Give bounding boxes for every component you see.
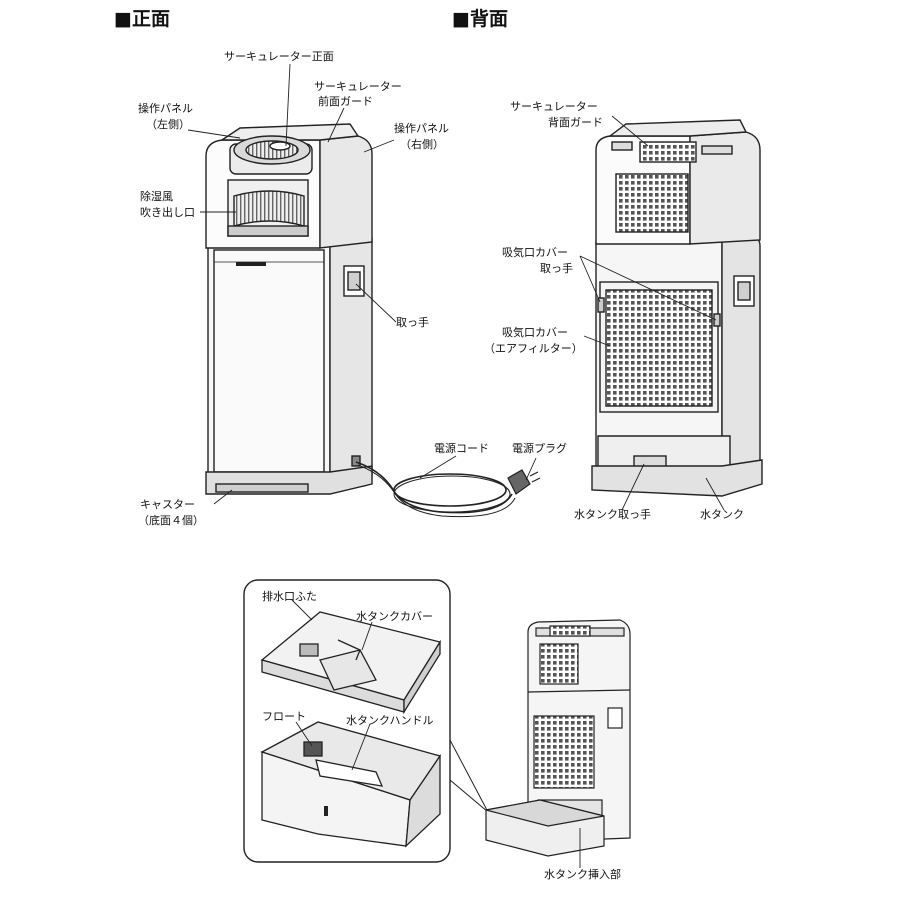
label-power-plug: 電源プラグ [512, 442, 567, 455]
label-panel-left-1: 操作パネル [138, 102, 193, 115]
label-circulator-front-guard-1: サーキュレーター [314, 80, 402, 93]
label-circulator-front: サーキュレーター正面 [224, 50, 334, 63]
label-tank: 水タンク [700, 508, 744, 521]
label-drain-cap: 排水口ふた [262, 590, 317, 603]
label-caster-2: （底面４個） [138, 514, 204, 527]
label-outlet-1: 除湿風 [140, 190, 173, 203]
front-top [219, 123, 360, 141]
label-intake-cover-2: （エアフィルター） [484, 342, 583, 355]
label-tank-handle-detail: 水タンクハンドル [346, 714, 434, 727]
label-intake-cover-1: 吸気口カバー [502, 326, 568, 339]
heading-back: ■背面 [452, 8, 508, 30]
front-unit [205, 123, 373, 495]
label-circulator-front-guard-2: 前面ガード [318, 95, 373, 108]
power-cord [355, 461, 516, 518]
front-upper-side [319, 135, 373, 249]
tank-body-part [260, 721, 442, 848]
circulator-rear-guard [639, 141, 697, 163]
label-panel-right-2: （右側） [400, 138, 444, 151]
label-float: フロート [262, 710, 306, 723]
label-tank-slot: 水タンク挿入部 [544, 868, 621, 881]
label-intake-handle-2: 取っ手 [540, 262, 573, 275]
caster-front [215, 483, 309, 493]
back-upper-grille [615, 173, 689, 233]
label-tank-cover: 水タンクカバー [356, 610, 433, 623]
label-panel-left-2: （左側） [146, 118, 190, 131]
back-base [591, 459, 763, 497]
leader-lines [187, 63, 725, 868]
label-tank-handle: 水タンク取っ手 [574, 508, 651, 521]
front-panel-face [213, 249, 325, 473]
back-unit [591, 119, 763, 497]
label-caster-1: キャスター [140, 498, 195, 511]
label-handle: 取っ手 [396, 316, 429, 329]
power-plug [507, 469, 541, 495]
tank-handle-part [315, 759, 384, 787]
float-part [303, 741, 323, 757]
heading-front: ■正面 [114, 8, 170, 30]
intake-cover-handle [597, 297, 605, 313]
label-rear-guard-1: サーキュレーター [510, 100, 598, 113]
label-rear-guard-2: 背面ガード [548, 116, 603, 129]
label-panel-right-1: 操作パネル [394, 122, 449, 135]
tank-cover-part [260, 611, 442, 715]
small-unit [485, 619, 631, 857]
label-intake-handle-1: 吸気口カバー [502, 246, 568, 259]
label-power-cord: 電源コード [434, 442, 489, 455]
back-top [607, 119, 748, 137]
label-outlet-2: 吹き出し口 [140, 206, 195, 219]
